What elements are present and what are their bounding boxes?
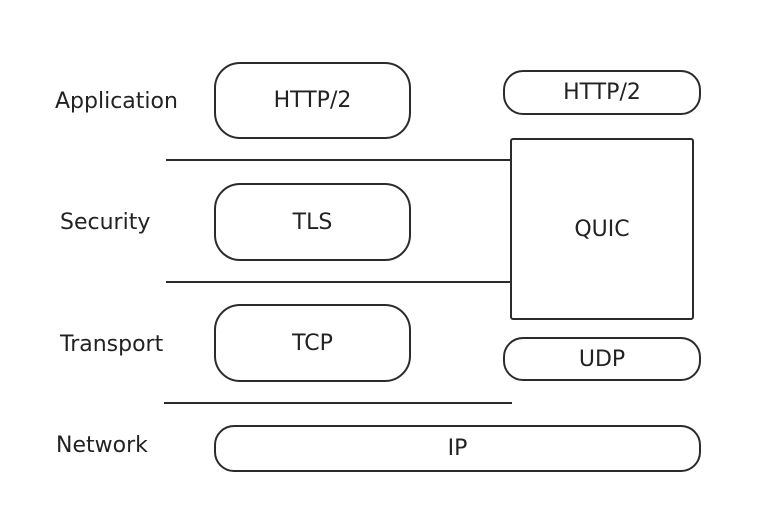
box-tcp: TCP <box>214 304 411 382</box>
layer-label-transport: Transport <box>60 332 164 357</box>
box-tls: TLS <box>214 183 411 261</box>
separator-security-transport <box>166 281 512 283</box>
separator-transport-network <box>164 402 512 404</box>
box-ip: IP <box>214 425 701 472</box>
layer-label-security: Security <box>60 210 151 235</box>
box-http2-left: HTTP/2 <box>214 62 411 139</box>
layer-label-network: Network <box>56 433 148 458</box>
box-udp: UDP <box>503 337 701 381</box>
separator-application-security <box>166 159 512 161</box>
box-quic: QUIC <box>510 138 694 320</box>
layer-label-application: Application <box>55 89 178 114</box>
box-http2-right: HTTP/2 <box>503 70 701 115</box>
